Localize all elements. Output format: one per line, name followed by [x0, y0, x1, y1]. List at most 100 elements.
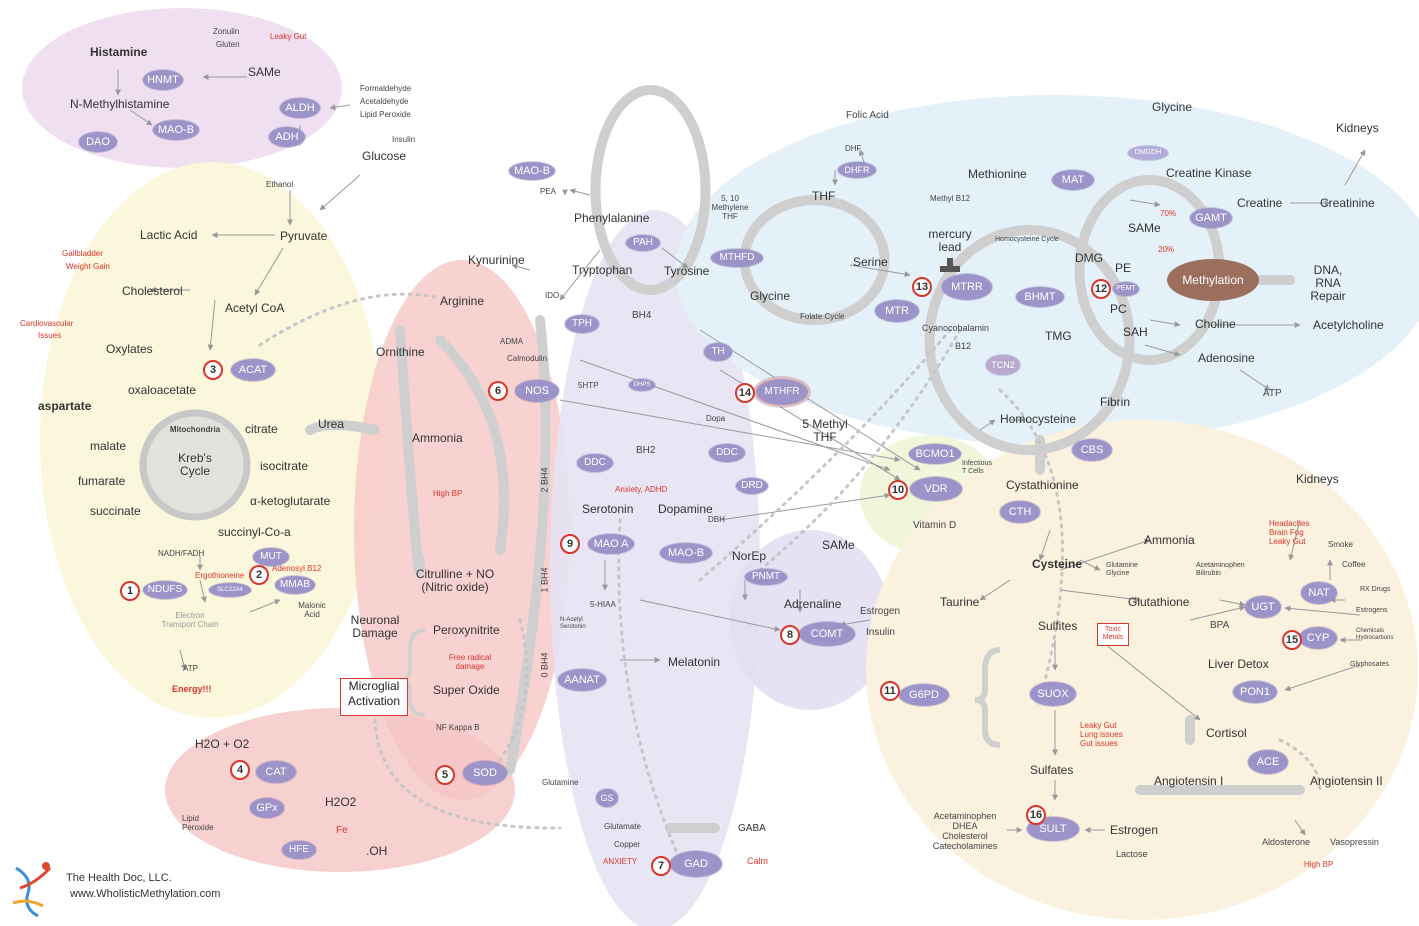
cortisol-label: Cortisol [1206, 726, 1247, 740]
vdr-enzyme: VDR [910, 477, 962, 501]
aldh-enzyme: ALDH [280, 98, 320, 118]
atp-right-label: ATP [1263, 388, 1282, 399]
fumarate-label: fumarate [78, 474, 126, 488]
folate-cycle-label: Folate Cycle [800, 312, 845, 321]
suox-enzyme: SUOX [1030, 682, 1076, 706]
gallbladder-label: Gallbladder [62, 249, 103, 258]
fe-label: Fe [336, 825, 348, 836]
dhps-enzyme: DHPS [629, 379, 655, 391]
histamine-region [22, 8, 342, 168]
peroxynitrite-label: Peroxynitrite [433, 623, 500, 637]
sah-label: SAH [1123, 325, 1148, 339]
marker-15: 15 [1282, 630, 1302, 650]
succinyl-coa-label: succinyl-Co-a [218, 525, 291, 539]
ornithine-label: Ornithine [376, 345, 425, 359]
toxic-metals-box: Toxic Metals [1097, 623, 1129, 646]
mat-enzyme: MAT [1052, 170, 1094, 190]
serine-label: Serine [853, 255, 888, 269]
methylene-thf-label: 5, 10 Methylene THF [711, 194, 749, 221]
marker-16: 16 [1026, 805, 1046, 825]
pah-enzyme: PAH [626, 235, 660, 251]
bh4-cycle-arrow [590, 85, 711, 295]
thf-label: THF [812, 189, 836, 203]
pnmt-enzyme: PNMT [745, 569, 787, 585]
pct70-label: 70% [1160, 209, 1177, 218]
maob-top-enzyme: MAO-B [153, 120, 199, 140]
marker-3: 3 [203, 360, 223, 380]
same-top-label: SAMe [248, 65, 281, 79]
mercury-lead-label: mercury lead [928, 227, 972, 255]
adenosyl-b12-label: Adenosyl B12 [272, 564, 322, 573]
bh4-label: BH4 [632, 310, 652, 321]
cth-enzyme: CTH [1000, 501, 1040, 523]
hfe-enzyme: HFE [282, 841, 316, 859]
krebs-cycle-label: Kreb's Cycle [178, 451, 212, 479]
leaky-gut-label: Leaky Gut [270, 32, 307, 41]
urea-label: Urea [318, 417, 345, 431]
zonulin-label: Zonulin [213, 27, 240, 36]
creatine-kinase-label: Creatine Kinase [1166, 166, 1252, 180]
g6pd-enzyme: G6PD [899, 684, 949, 706]
dopamine-label: Dopamine [658, 502, 713, 516]
malonic-acid-label: Malonic Acid [298, 601, 326, 619]
adma-label: ADMA [500, 337, 524, 346]
bh2-label: BH2 [636, 445, 656, 456]
hnmt-enzyme: HNMT [143, 70, 183, 90]
oh-label: .OH [366, 844, 388, 858]
acetaminophen-bilirubin-label: Acetaminophen Bilirubin [1196, 562, 1245, 577]
no-pathway-arrow [505, 315, 551, 775]
leaky-lung-gut-label: Leaky Gut Lung issues Gut issues [1080, 721, 1123, 748]
health-doc-logo [12, 862, 52, 918]
kidneys-mid-label: Kidneys [1296, 472, 1339, 486]
mitochondria-label: Mitochondria [169, 425, 221, 434]
homocysteine-label: Homocysteine [1000, 412, 1077, 426]
tmg-label: TMG [1045, 329, 1072, 343]
sulfur-brace [974, 647, 1001, 748]
tryptophan-label: Tryptophan [572, 263, 633, 277]
dmgdh-enzyme: DMGDH [1128, 146, 1168, 160]
kidneys-top-label: Kidneys [1336, 121, 1379, 135]
pon1-enzyme: PON1 [1233, 681, 1277, 703]
ido-label: IDO [545, 291, 560, 300]
creatine-label: Creatine [1237, 196, 1283, 210]
oxylates-label: Oxylates [106, 342, 153, 356]
same-mid-label: SAMe [822, 538, 855, 552]
lactose-label: Lactose [1116, 849, 1148, 859]
nadh-label: NADH/FADH [158, 549, 205, 558]
energy-label: Energy!!! [172, 684, 212, 694]
marker-8: 8 [780, 625, 800, 645]
mtrr-enzyme: MTRR [942, 274, 992, 300]
headaches-label: Headaches Brain Fog Leaky Gut [1269, 519, 1310, 546]
n-methylhistamine-label: N-Methylhistamine [70, 97, 170, 111]
aanat-enzyme: AANAT [558, 669, 606, 691]
drd-enzyme: DRD [736, 478, 768, 494]
gluten-label: Gluten [216, 40, 240, 49]
tph-enzyme: TPH [565, 315, 599, 333]
norep-label: NorEp [732, 549, 767, 563]
marker-1: 1 [120, 581, 140, 601]
gamt-enzyme: GAMT [1190, 208, 1232, 228]
methylation-cycle-region [675, 95, 1419, 445]
glycine-mid-label: Glycine [750, 289, 791, 303]
cat-enzyme: CAT [256, 761, 296, 783]
kynurinine-label: Kynurinine [468, 253, 525, 267]
ndufs-enzyme: NDUFS [143, 581, 187, 599]
marker-11: 11 [880, 681, 900, 701]
acetaminophen-list-label: Acetaminophen DHEA Cholesterol Catechola… [932, 811, 998, 851]
succinate-label: succinate [90, 504, 141, 518]
dopa-label: Dopa [706, 414, 726, 423]
pea-label: PEA [540, 187, 557, 196]
nat-enzyme: NAT [1301, 582, 1337, 604]
coffee-label: Coffee [1342, 560, 1366, 569]
company-website[interactable]: www.WholisticMethylation.com [70, 888, 221, 900]
free-radical-label: Free radical damage [448, 653, 492, 671]
glutathione-label: Glutathione [1128, 595, 1190, 609]
acetyl-coa-label: Acetyl CoA [225, 301, 285, 315]
methionine-label: Methionine [968, 167, 1027, 181]
copper-label: Copper [614, 840, 641, 849]
nos-enzyme: NOS [515, 380, 559, 402]
bpa-label: BPA [1210, 620, 1230, 631]
b12-label: B12 [955, 341, 972, 351]
neurotransmitter-region [550, 210, 760, 926]
